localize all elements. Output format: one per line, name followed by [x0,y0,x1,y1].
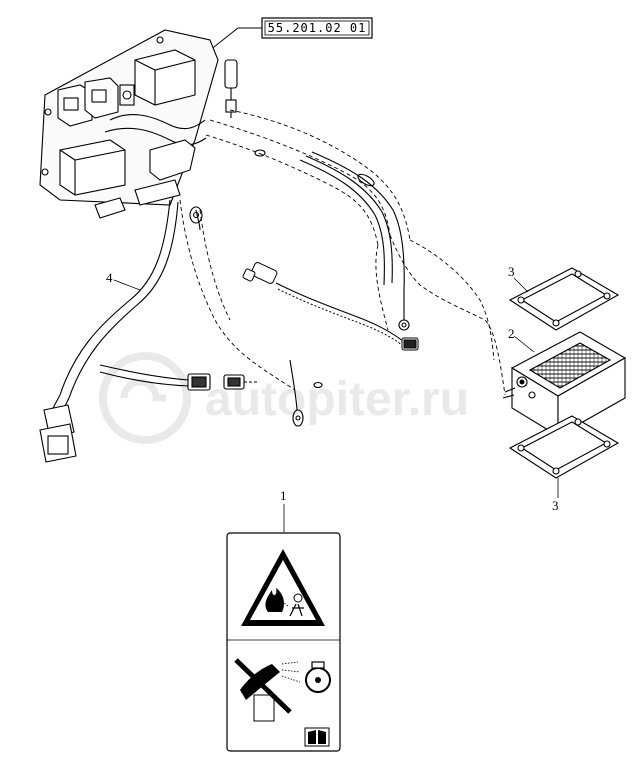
sensor-cable [242,262,419,351]
heater-box [502,331,627,437]
reference-code-box: 55.201.02 01 [189,17,373,67]
warning-decal [226,532,341,752]
watermark: autopiter.ru [99,352,469,444]
callout-heater-box: 2 [508,326,535,353]
callout-decal: 1 [280,488,287,532]
no-spray-icon [234,658,331,722]
gasket-top [508,267,620,331]
callout-label-decal: 1 [280,488,287,503]
main-harness-bundle [189,149,410,331]
harness-4 [39,199,323,463]
dashed-harness [179,109,506,396]
callout-harness: 4 [106,270,141,291]
control-panel-assembly [39,29,238,219]
fire-warning-icon [241,549,325,626]
manual-book-icon [304,727,330,747]
watermark-text: autopiter.ru [205,373,469,426]
reference-code: 55.201.02 01 [268,21,367,35]
callout-label-heater-box: 2 [508,326,515,341]
callout-label-harness: 4 [106,270,113,285]
callout-label-gasket-top: 3 [508,264,515,279]
callout-gasket-top: 3 [508,264,529,293]
callout-label-gasket-bottom: 3 [552,498,559,513]
callout-gasket-bottom: 3 [552,478,559,513]
gasket-bottom [508,415,620,479]
